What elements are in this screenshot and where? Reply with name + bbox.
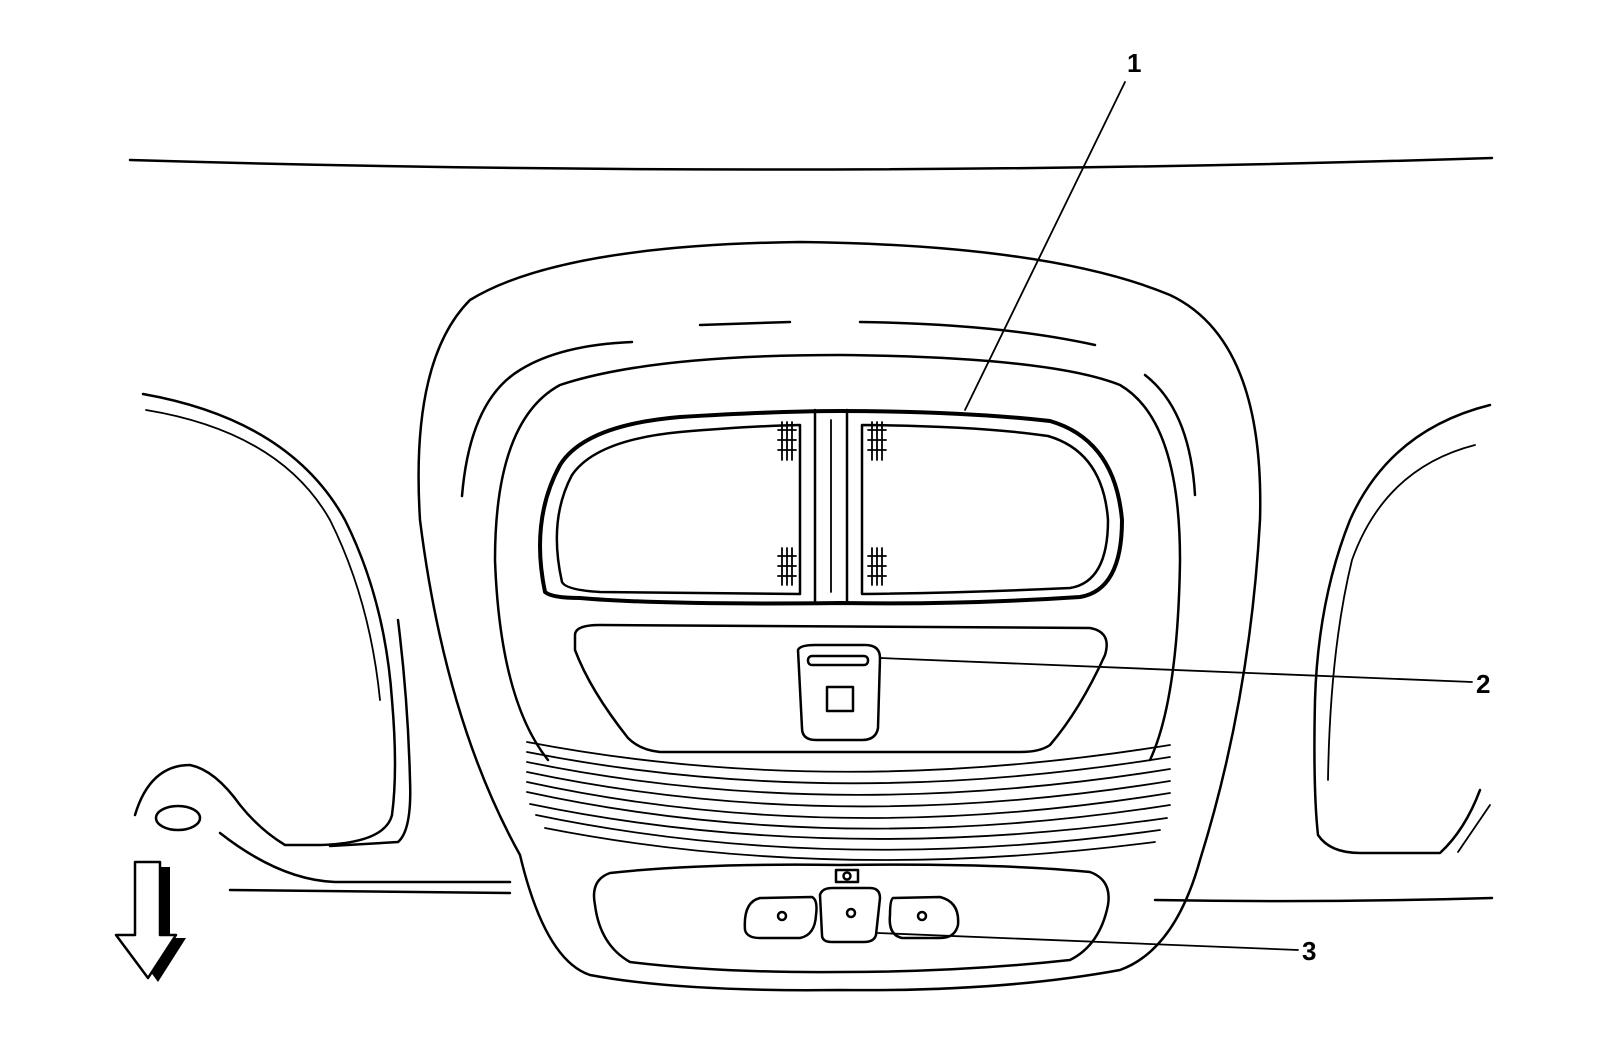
lower-line-right	[1153, 896, 1494, 903]
dome-lamp-button-right[interactable]	[888, 895, 960, 940]
indicator-lens	[834, 868, 860, 884]
leader-line-1	[964, 81, 1126, 411]
console-housing	[417, 240, 1262, 992]
dome-lamp-button-center[interactable]	[818, 886, 882, 944]
housing-arc-top-right	[858, 320, 1097, 347]
housing-arc-mid	[698, 320, 792, 327]
console-ribs	[526, 741, 1171, 861]
housing-arc-left	[460, 340, 634, 498]
roof-line	[128, 156, 1494, 171]
callout-3: 3	[1302, 936, 1316, 966]
right-sun-visor	[1313, 403, 1492, 855]
callout-1: 1	[1127, 48, 1141, 78]
lamp-switch[interactable]	[796, 643, 882, 742]
lower-line-left	[228, 888, 512, 895]
leader-line-3	[877, 932, 1299, 951]
switch-recess	[573, 623, 1108, 754]
left-sun-visor	[133, 392, 512, 884]
dome-lamp-button-left[interactable]	[743, 895, 818, 940]
console-inner-frame	[493, 353, 1182, 762]
callout-2: 2	[1476, 669, 1490, 699]
leader-line-2	[879, 657, 1473, 683]
map-lamp-lens	[538, 408, 1124, 606]
dome-lamp-bezel	[592, 863, 1110, 974]
housing-arc-right	[1143, 373, 1197, 497]
down-arrow-icon	[114, 860, 186, 982]
